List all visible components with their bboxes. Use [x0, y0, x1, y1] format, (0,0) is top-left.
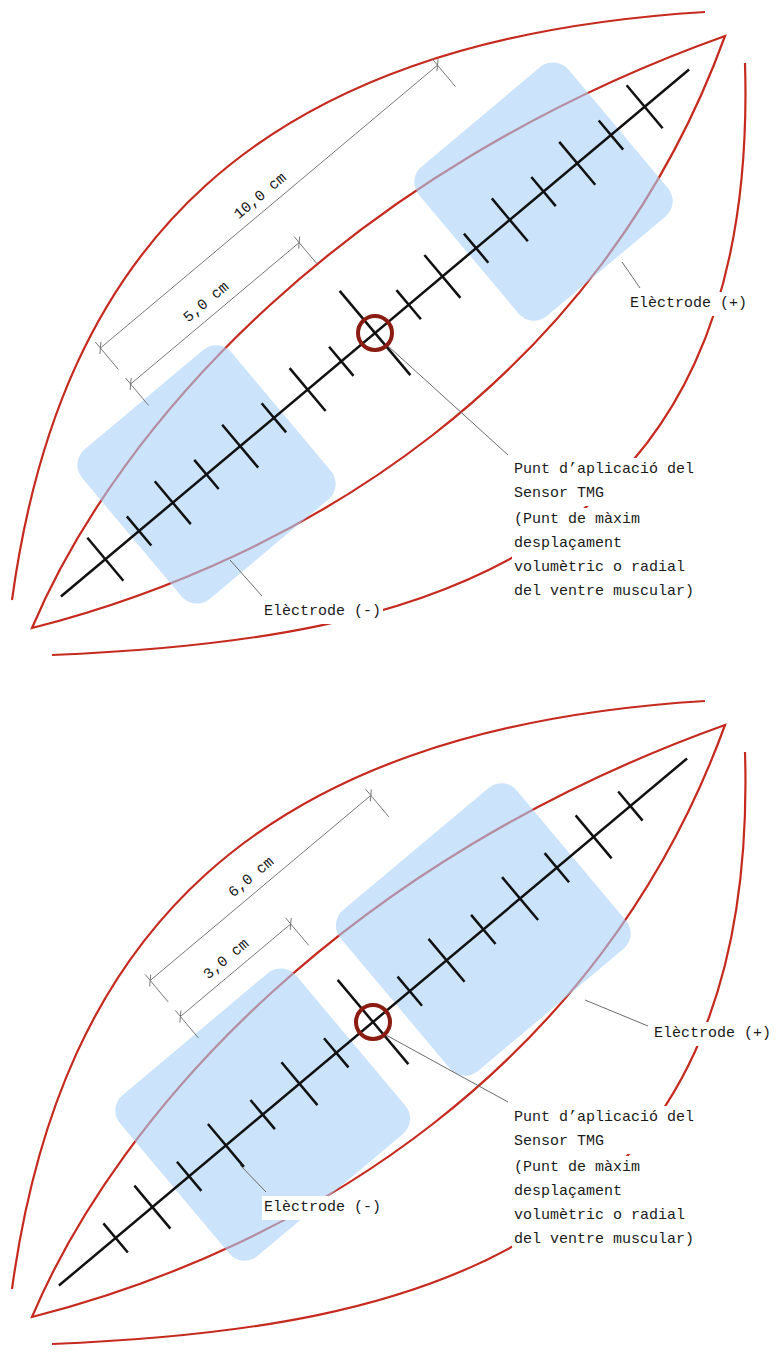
sensor-note: (Punt de màxim desplaçament volumètric o…: [512, 508, 712, 604]
scale-tick: [262, 403, 286, 432]
muscle-belly: [32, 36, 725, 628]
scale-tick: [576, 815, 612, 858]
electrode-pad: [69, 337, 344, 612]
scale-tick: [599, 120, 623, 149]
dimension-line: [175, 918, 308, 1038]
scale-tick: [429, 939, 465, 982]
scale-tick: [424, 255, 460, 298]
scale-tick: [340, 291, 411, 375]
scale-tick: [329, 347, 353, 376]
electrode-label: Elèctrode (-): [262, 600, 383, 624]
scale-tick: [502, 877, 538, 920]
scale-tick: [559, 142, 595, 185]
extension-line: [145, 974, 168, 1002]
leader-line: [240, 1165, 266, 1192]
leader-line: [585, 1000, 648, 1026]
electrode-label: Elèctrode (-): [262, 1196, 383, 1220]
dimension-tick: [290, 918, 291, 930]
leader-line: [230, 560, 262, 596]
scale-tick: [618, 791, 642, 820]
extension-line: [294, 236, 317, 264]
scale-tick: [324, 1038, 348, 1067]
extension-line: [432, 59, 455, 87]
muscle-outline: [52, 63, 745, 655]
scale-tick: [281, 1062, 317, 1105]
electrode-label: Elèctrode (+): [628, 292, 749, 316]
dimension-tick: [150, 975, 151, 987]
scale-tick: [531, 177, 555, 206]
extension-line: [286, 918, 309, 946]
scale-tick: [396, 290, 420, 319]
extension-line: [175, 1010, 198, 1038]
dimension-tick: [180, 1011, 181, 1023]
extension-line: [95, 342, 118, 370]
sensor-point: [358, 316, 392, 350]
scale-tick: [127, 516, 151, 545]
dimension-line: [100, 65, 437, 348]
dimension-tick: [370, 789, 371, 801]
scale-tick: [103, 1223, 127, 1252]
muscle-outline: [12, 701, 745, 1344]
scale-tick: [250, 1100, 274, 1129]
scale-tick: [134, 1186, 170, 1229]
scale-tick: [87, 538, 123, 581]
dimension-label: 10,0 cm: [229, 168, 292, 225]
electrode-label: Elèctrode (+): [652, 1022, 773, 1046]
dimension-label: 6,0 cm: [224, 852, 280, 903]
sensor-note: (Punt de màxim desplaçament volumètric o…: [512, 1156, 712, 1252]
dimension-line: [145, 789, 389, 1002]
scale-tick: [627, 85, 663, 128]
electrode-pad: [406, 54, 681, 329]
scale-tick: [194, 460, 218, 489]
scale-tick: [398, 977, 422, 1006]
scale-tick: [545, 853, 569, 882]
dimension-label: 5,0 cm: [179, 278, 235, 329]
electrode-pad: [107, 960, 418, 1269]
leader-line: [622, 262, 640, 288]
dimension-label: 3,0 cm: [199, 935, 255, 986]
sensor-label: Punt d’aplicació del Sensor TMG: [512, 1106, 712, 1154]
scale-tick: [290, 368, 326, 411]
leader-line: [386, 1035, 508, 1102]
scale-tick: [177, 1162, 201, 1191]
muscle-belly: [32, 725, 725, 1317]
dimension-line: [180, 924, 290, 1017]
electrode-pad: [328, 775, 639, 1084]
dimension-line: [131, 243, 300, 384]
sensor-label: Punt d’aplicació del Sensor TMG: [512, 458, 712, 506]
scale-tick: [208, 1124, 244, 1167]
sensor-point: [356, 1005, 390, 1039]
dimension-line: [95, 59, 455, 369]
dimension-tick: [437, 59, 438, 71]
extension-line: [366, 789, 389, 817]
scale-tick: [471, 915, 495, 944]
dimension-line: [125, 236, 317, 405]
dimension-tick: [130, 378, 131, 390]
leader-line: [388, 346, 508, 455]
dimension-tick: [100, 342, 101, 354]
scale-tick: [222, 425, 258, 468]
leader-lines: [230, 262, 648, 1192]
extension-line: [125, 378, 148, 406]
muscle-outline: [12, 12, 745, 655]
dimension-line: [150, 795, 371, 980]
muscle-outline: [52, 752, 745, 1344]
scale-tick: [338, 980, 409, 1064]
scale-tick: [464, 234, 488, 263]
dimension-tick: [299, 237, 300, 249]
scale-tick: [155, 481, 191, 524]
scale-tick: [492, 198, 528, 241]
